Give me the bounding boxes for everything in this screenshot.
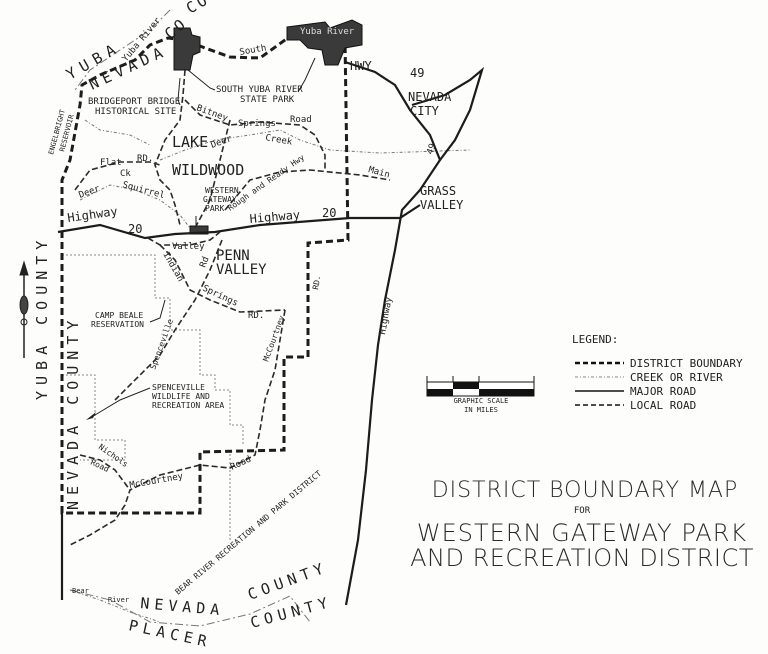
western-gateway-park-marker	[189, 225, 209, 235]
label-yuba-county: YUBA COUNTY	[33, 235, 51, 400]
label-springs: Springs	[238, 119, 276, 129]
label-rd: RD.	[137, 154, 153, 164]
callout-south-yuba-2: STATE PARK	[240, 95, 295, 105]
south-yuba-park-west	[173, 27, 201, 71]
label-nevada-bottom: NEVADA	[140, 594, 225, 619]
legend-item-boundary: DISTRICT BOUNDARY	[630, 357, 743, 370]
label-grass-valley-1: GRASS	[420, 184, 456, 198]
scale-line-2: IN MILES	[464, 406, 498, 414]
spenceville-boundary	[62, 374, 126, 461]
label-pleasant-valley: Valley	[172, 242, 205, 252]
callout-bridgeport-2: HISTORICAL SITE	[95, 107, 176, 117]
local-roads	[69, 69, 391, 546]
label-hwy49-2: 49	[425, 142, 438, 156]
label-highway-left: Highway	[66, 204, 118, 225]
callout-spenceville-1: SPENCEVILLE	[152, 383, 205, 392]
county-line-top	[74, 9, 171, 91]
highway-49	[344, 60, 442, 606]
callout-spenceville-3: RECREATION AREA	[152, 401, 224, 410]
label-bear: Bear	[72, 587, 89, 595]
label-hwy: HWY	[350, 59, 372, 73]
label-highway-49: Highway	[378, 296, 395, 336]
legend-title: LEGEND:	[572, 333, 618, 346]
label-flat: Flat	[100, 158, 122, 168]
callout-bridgeport-1: BRIDGEPORT BRIDGE	[88, 97, 180, 107]
title-for: FOR	[574, 506, 591, 516]
callout-camp-beale-2: RESERVATION	[91, 320, 144, 329]
label-indian-rd: Rd	[198, 255, 211, 269]
label-20-right: 20	[322, 206, 336, 220]
callout-leaders	[89, 57, 316, 419]
label-highway-right: Highway	[249, 208, 301, 226]
legend-item-local-road: LOCAL ROAD	[630, 399, 696, 412]
label-springs2: Springs	[201, 284, 240, 309]
callout-western-2: GATEWAY	[203, 195, 237, 204]
label-grass-valley-2: VALLEY	[420, 198, 464, 212]
label-river: River	[108, 596, 129, 604]
graphic-scale: GRAPHIC SCALE IN MILES	[426, 376, 535, 414]
label-nevada-city-2: CITY	[410, 104, 440, 118]
label-placer: PLACER	[127, 616, 213, 651]
label-valley: VALLEY	[216, 262, 267, 278]
label-ck: Ck	[120, 169, 131, 179]
label-nevada-county: NEVADA COUNTY	[64, 315, 82, 510]
legend-item-major-road: MAJOR ROAD	[630, 385, 696, 398]
callout-western-1: WESTERN	[205, 186, 239, 195]
label-co-2: CO	[183, 0, 213, 17]
map-title: DISTRICT BOUNDARY MAP FOR WESTERN GATEWA…	[410, 478, 754, 572]
scale-line-1: GRAPHIC SCALE	[454, 397, 509, 405]
legend: LEGEND: DISTRICT BOUNDARY CREEK OR RIVER…	[572, 333, 743, 412]
highway-20	[57, 204, 421, 240]
label-south: South	[239, 43, 267, 58]
title-line-1: DISTRICT BOUNDARY MAP	[432, 478, 739, 503]
title-line-2: WESTERN GATEWAY PARK	[417, 519, 747, 547]
arrowhead	[86, 412, 96, 420]
label-road: Road	[290, 115, 312, 125]
label-rd2: RD.	[248, 311, 264, 321]
camp-beale-boundary	[62, 254, 244, 445]
label-yuba-river-park: Yuba River	[300, 27, 355, 37]
squirrel-creek	[79, 184, 191, 229]
label-deer2: Deer	[78, 184, 102, 201]
label-hwy-49: 49	[410, 66, 424, 80]
label-squirrel: Squirrel	[121, 180, 165, 201]
label-road2: Road	[229, 454, 253, 472]
label-mccourtney-v: McCourtney	[261, 314, 286, 363]
label-nevada-city-1: NEVADA	[408, 90, 452, 104]
title-line-3: AND RECREATION DISTRICT	[410, 544, 754, 572]
label-lake: LAKE	[172, 133, 208, 151]
label-creek: Creek	[264, 133, 293, 148]
highway-to-nevada-city	[411, 66, 485, 161]
callout-spenceville-2: WILDLIFE AND	[152, 392, 210, 401]
label-main: Main	[367, 165, 391, 180]
label-indian: Indian	[160, 251, 185, 284]
label-bitney: Bitney	[195, 103, 230, 124]
englebright-creek	[84, 119, 151, 146]
callout-south-yuba-1: SOUTH YUBA RIVER	[216, 85, 303, 95]
legend-item-creek: CREEK OR RIVER	[630, 371, 723, 384]
label-wildwood: WILDWOOD	[172, 161, 244, 179]
deer-creek	[159, 129, 471, 161]
callout-western-3: PARK	[205, 204, 224, 213]
callout-camp-beale-1: CAMP BEALE	[95, 311, 143, 320]
label-spenceville-rd: Spenceville	[148, 318, 175, 371]
north-arrow-icon	[19, 260, 29, 358]
label-mccourtney: McCourtney	[129, 472, 185, 491]
label-penn: PENN	[216, 248, 250, 264]
label-rd3: RD.	[311, 275, 322, 291]
label-20-left: 20	[128, 222, 142, 236]
district-boundary	[60, 28, 350, 515]
label-deer: Deer	[210, 134, 234, 151]
south-yuba-park-east	[286, 19, 363, 66]
